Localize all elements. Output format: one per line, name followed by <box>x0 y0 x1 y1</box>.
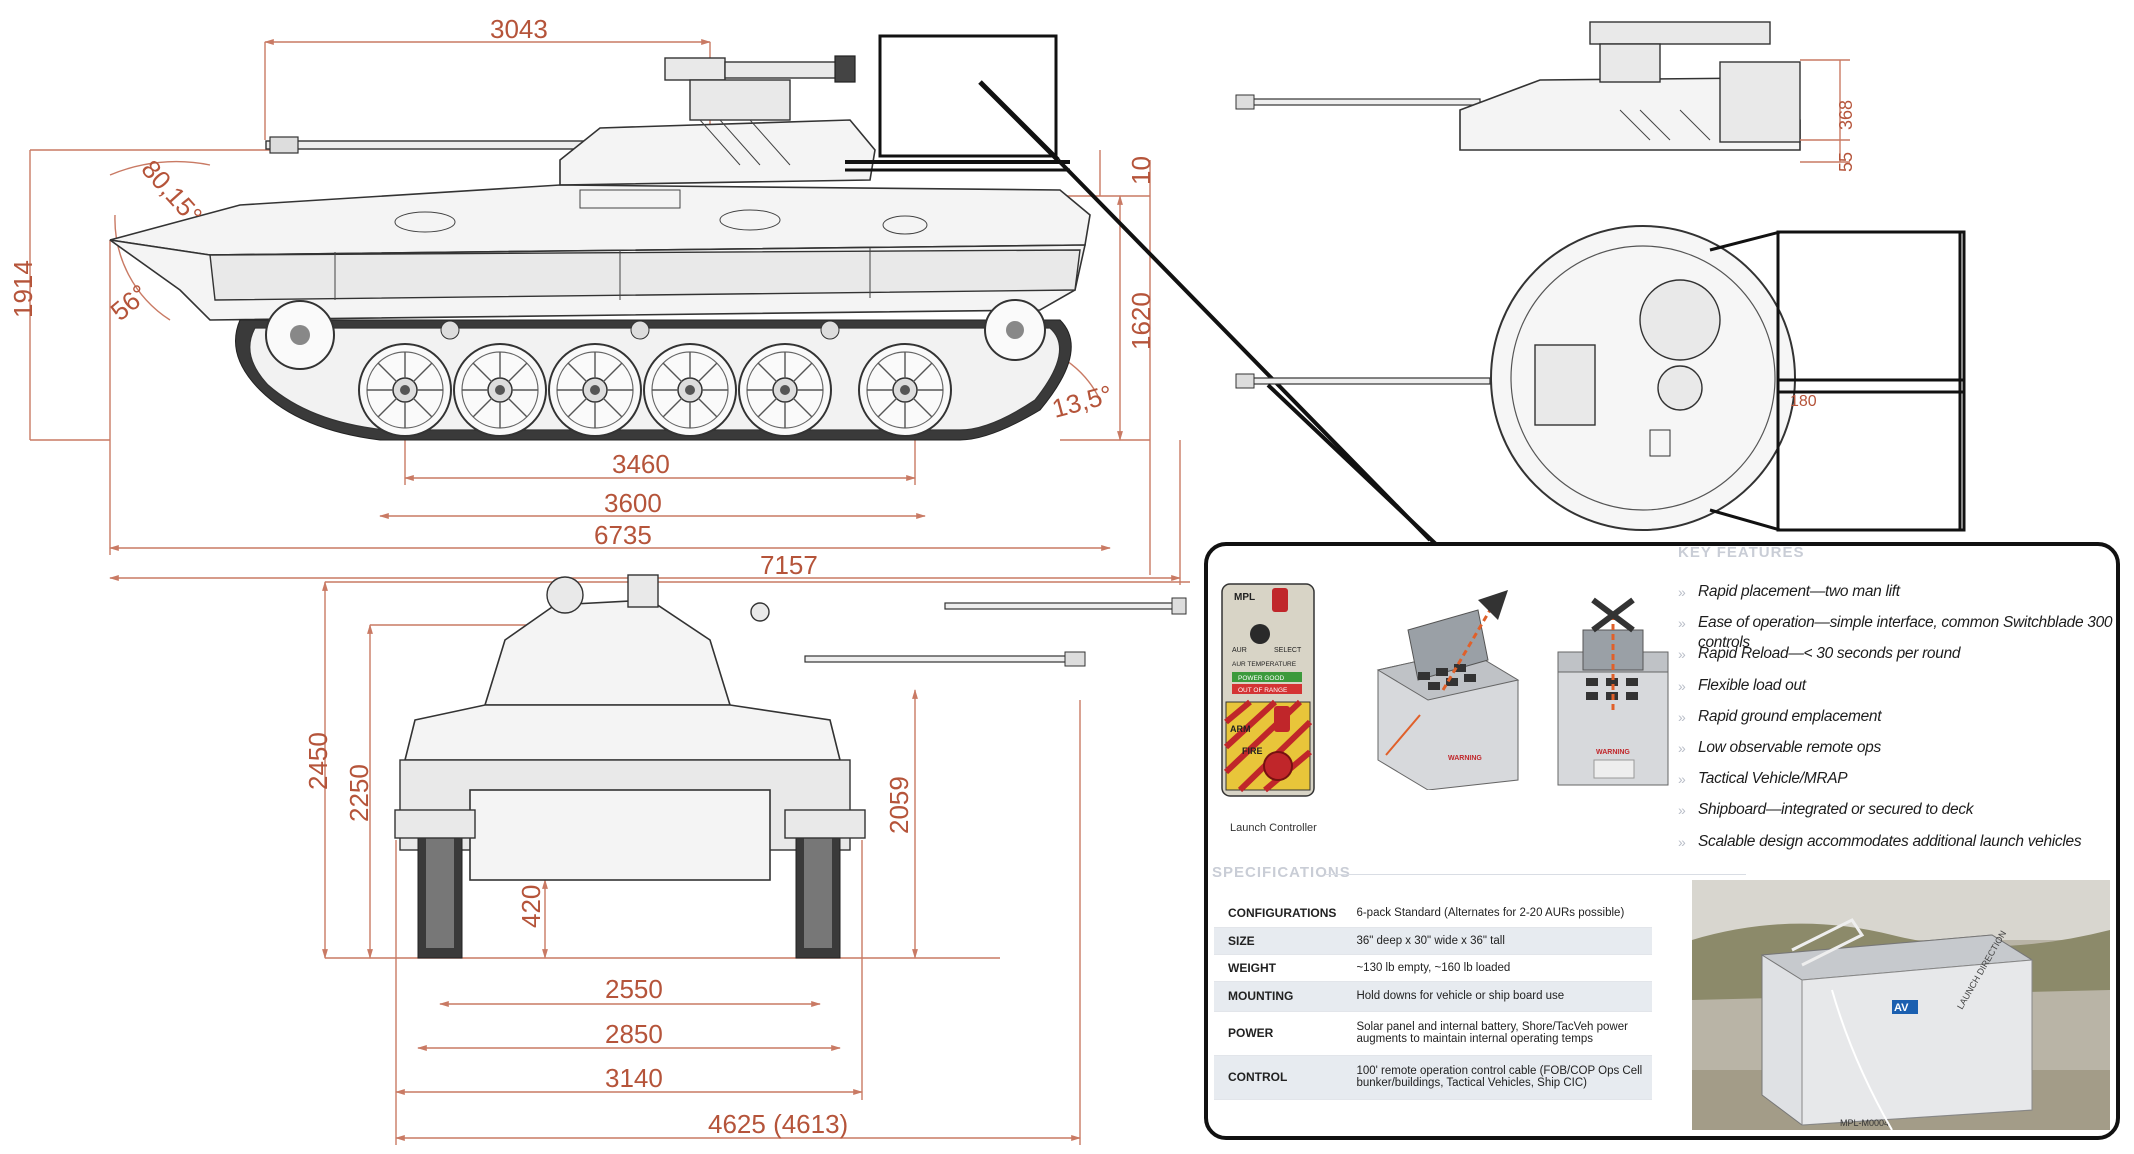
box1-warning: WARNING <box>1448 755 1482 762</box>
spec-key: SIZE <box>1214 927 1343 955</box>
dim-front-lower-angle: 56° <box>105 278 154 326</box>
chevron-icon: » <box>1678 584 1686 600</box>
feature-text: Rapid Reload—< 30 seconds per round <box>1698 645 1961 663</box>
chevron-icon: » <box>1678 708 1686 725</box>
dim-height-hull: 1620 <box>1126 292 1156 350</box>
launcher-info-panel: KEY FEATURES » Rapid placement—two man li… <box>1204 542 2120 1140</box>
controller-aur-label: AUR <box>1232 647 1247 654</box>
box2-warning: WARNING <box>1596 749 1630 756</box>
spec-key: WEIGHT <box>1214 954 1343 982</box>
dim-height-turret: 2250 <box>344 764 374 822</box>
spec-key: MOUNTING <box>1214 981 1343 1012</box>
dim-ring-offset: 180 <box>1790 393 1817 410</box>
spec-value: 6-pack Standard (Alternates for 2-20 AUR… <box>1342 900 1652 928</box>
feature-item: » Rapid ground emplacement <box>1678 707 2116 738</box>
spec-row: WEIGHT~130 lb empty, ~160 lb loaded <box>1214 954 1652 982</box>
dim-track-contact: 3460 <box>612 449 670 479</box>
feature-text: Rapid ground emplacement <box>1698 707 1882 725</box>
dim-hull-length: 6735 <box>594 520 652 550</box>
photo-brand: AV <box>1894 1002 1909 1014</box>
dim-turret-offset: 10 <box>1126 156 1156 185</box>
feature-item: » Rapid placement—two man lift <box>1678 582 2116 613</box>
dim-height-hull-front: 2059 <box>884 776 914 834</box>
turret-side-view: 368 55 <box>1235 21 1856 172</box>
chevron-icon: » <box>1678 833 1686 850</box>
chevron-icon: » <box>1678 802 1686 819</box>
launch-controller-image: MPL AUR SELECT AUR TEMPERATURE POWER GOO… <box>1221 583 1315 797</box>
spec-value: ~130 lb empty, ~160 lb loaded <box>1342 954 1652 982</box>
feature-text: Scalable design accommodates additional … <box>1698 832 2082 850</box>
chevron-icon: » <box>1678 771 1686 788</box>
features-title: KEY FEATURES <box>1678 544 1805 561</box>
chevron-icon: » <box>1678 739 1686 756</box>
spec-value: 36" deep x 30" wide x 36" tall <box>1342 927 1652 955</box>
feature-text: Low observable remote ops <box>1698 738 1881 756</box>
front-view: 2450 2250 2059 420 2550 2850 3140 4625 (… <box>303 574 1190 1145</box>
specifications-title: SPECIFICATIONS <box>1212 864 1351 881</box>
feature-text: Ease of operation—simple interface, comm… <box>1698 614 2113 652</box>
launcher-photo: AV LAUNCH DIRECTION MPL-M0004 <box>1692 880 2110 1130</box>
feature-text: Flexible load out <box>1698 676 1806 694</box>
controller-out-of-range: OUT OF RANGE <box>1238 687 1288 694</box>
spec-key: CONFIGURATIONS <box>1214 900 1343 928</box>
launcher-box-open-image: WARNING <box>1376 590 1520 790</box>
chevron-icon: » <box>1678 677 1686 694</box>
spec-key: CONTROL <box>1214 1055 1343 1100</box>
specifications-divider <box>1326 874 1746 875</box>
feature-text: Shipboard—integrated or secured to deck <box>1698 801 1974 819</box>
dim-track-gauge: 2550 <box>605 974 663 1004</box>
feature-item: » Shipboard—integrated or secured to deck <box>1678 800 2116 831</box>
dim-track-base: 3600 <box>604 488 662 518</box>
dim-top-length: 3043 <box>490 14 548 44</box>
dim-height-total: 1914 <box>8 260 38 318</box>
launcher-box-front-image: WARNING <box>1557 597 1669 786</box>
feature-text: Rapid placement—two man lift <box>1698 583 1900 600</box>
dim-overall-width: 4625 (4613) <box>708 1109 848 1139</box>
dim-overall-length: 7157 <box>760 550 818 580</box>
side-view: 3043 80,15° 56° 1914 10 1620 13,5° 3460 … <box>8 14 1432 585</box>
dim-ground-clearance: 420 <box>516 885 546 928</box>
spec-value: 100' remote operation control cable (FOB… <box>1342 1055 1652 1100</box>
controller-brand: MPL <box>1234 592 1255 603</box>
spec-value: Hold downs for vehicle or ship board use <box>1342 981 1652 1012</box>
dim-front-upper-angle: 80,15° <box>136 154 209 230</box>
controller-temp-label: AUR TEMPERATURE <box>1232 661 1297 668</box>
controller-fire-label: FIRE <box>1242 746 1263 756</box>
dim-hull-width: 3140 <box>605 1063 663 1093</box>
dim-rear-angle: 13,5° <box>1049 379 1116 424</box>
controller-power-good: POWER GOOD <box>1238 675 1285 682</box>
dim-base-offset: 55 <box>1836 152 1856 172</box>
spec-key: POWER <box>1214 1011 1343 1056</box>
dim-height-max: 2450 <box>303 732 333 790</box>
chevron-icon: » <box>1678 615 1686 632</box>
feature-item: » Low observable remote ops <box>1678 738 2116 769</box>
dim-track-width-outer: 2850 <box>605 1019 663 1049</box>
chevron-icon: » <box>1678 646 1686 663</box>
dim-launcher-height: 368 <box>1836 100 1856 130</box>
feature-item: » Scalable design accommodates additional… <box>1678 832 2116 863</box>
turret-top-view: 180 <box>1235 225 1966 550</box>
feature-item: » Flexible load out <box>1678 676 2116 707</box>
feature-item: » Rapid Reload—< 30 seconds per round <box>1678 644 2116 675</box>
features-list: » Rapid placement—two man lift » Ease of o… <box>1678 582 2116 863</box>
feature-text: Tactical Vehicle/MRAP <box>1698 770 1848 788</box>
feature-item: » Tactical Vehicle/MRAP <box>1678 769 2116 800</box>
controller-select-label: SELECT <box>1274 647 1302 654</box>
spec-value: Solar panel and internal battery, Shore/… <box>1342 1011 1652 1056</box>
photo-serial: MPL-M0004 <box>1840 1118 1889 1128</box>
launch-controller-caption: Launch Controller <box>1230 822 1317 834</box>
feature-item: » Ease of operation—simple interface, com… <box>1678 613 2116 651</box>
controller-arm-label: ARM <box>1230 724 1251 734</box>
